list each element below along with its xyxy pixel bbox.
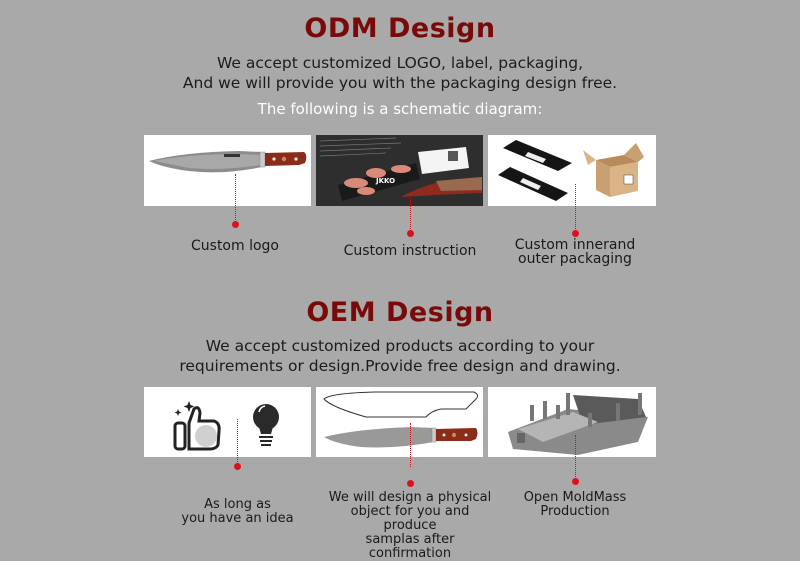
mold-pointer-line — [575, 435, 576, 479]
custom-packaging-caption: Custom innerand outer packaging — [505, 238, 645, 266]
idea-pointer-line — [237, 419, 238, 464]
physical-sample-image — [316, 387, 483, 457]
oem-description-line2: requirements or design.Provide free desi… — [179, 357, 621, 375]
physical-sample-marker-dot — [407, 480, 414, 487]
idea-caption-line1: As long as — [204, 497, 271, 512]
oem-description-line1: We accept customized products according … — [205, 337, 595, 355]
custom-instruction-marker-dot — [407, 230, 414, 237]
odm-description-line2: And we will provide you with the packagi… — [182, 74, 618, 92]
mold-marker-dot — [572, 478, 579, 485]
custom-packaging-pointer-line — [575, 184, 576, 231]
idea-image — [144, 387, 311, 457]
idea-caption-line2: you have an idea — [181, 511, 294, 526]
physical-sample-caption: We will design a physical object for you… — [325, 491, 495, 561]
physical-sample-caption-line2: object for you and produce — [350, 504, 470, 533]
mold-caption: Open MoldMass Production — [510, 491, 640, 519]
custom-packaging-caption-line1: Custom innerand — [514, 237, 636, 253]
custom-packaging-caption-line2: outer packaging — [518, 251, 632, 267]
physical-sample-pointer-line — [410, 423, 411, 467]
odm-title: ODM Design — [304, 13, 496, 44]
mold-caption-line1: Open MoldMass — [523, 490, 627, 505]
physical-sample-caption-line1: We will design a physical — [328, 490, 492, 505]
svg-text:JKKO: JKKO — [375, 177, 395, 185]
mold-image — [488, 387, 656, 457]
custom-packaging-image — [488, 135, 656, 206]
custom-instruction-caption: Custom instruction — [343, 243, 477, 259]
mold-caption-line2: Production — [540, 504, 610, 519]
odm-description-line1: We accept customized LOGO, label, packag… — [216, 54, 584, 72]
idea-caption: As long as you have an idea — [170, 498, 305, 526]
odm-description: We accept customized LOGO, label, packag… — [0, 53, 800, 93]
physical-sample-caption-line3: samplas after confirmation — [365, 532, 455, 561]
custom-logo-pointer-line — [235, 174, 236, 224]
idea-marker-dot — [234, 463, 241, 470]
odm-subtitle: The following is a schematic diagram: — [257, 100, 543, 118]
custom-logo-marker-dot — [232, 221, 239, 228]
oem-title: OEM Design — [306, 297, 494, 328]
custom-logo-caption: Custom logo — [191, 238, 279, 254]
custom-instruction-pointer-line — [410, 198, 411, 231]
oem-description: We accept customized products according … — [0, 336, 800, 376]
custom-packaging-marker-dot — [572, 230, 579, 237]
custom-logo-image — [144, 135, 311, 206]
custom-instruction-image: JKKO — [316, 135, 483, 206]
